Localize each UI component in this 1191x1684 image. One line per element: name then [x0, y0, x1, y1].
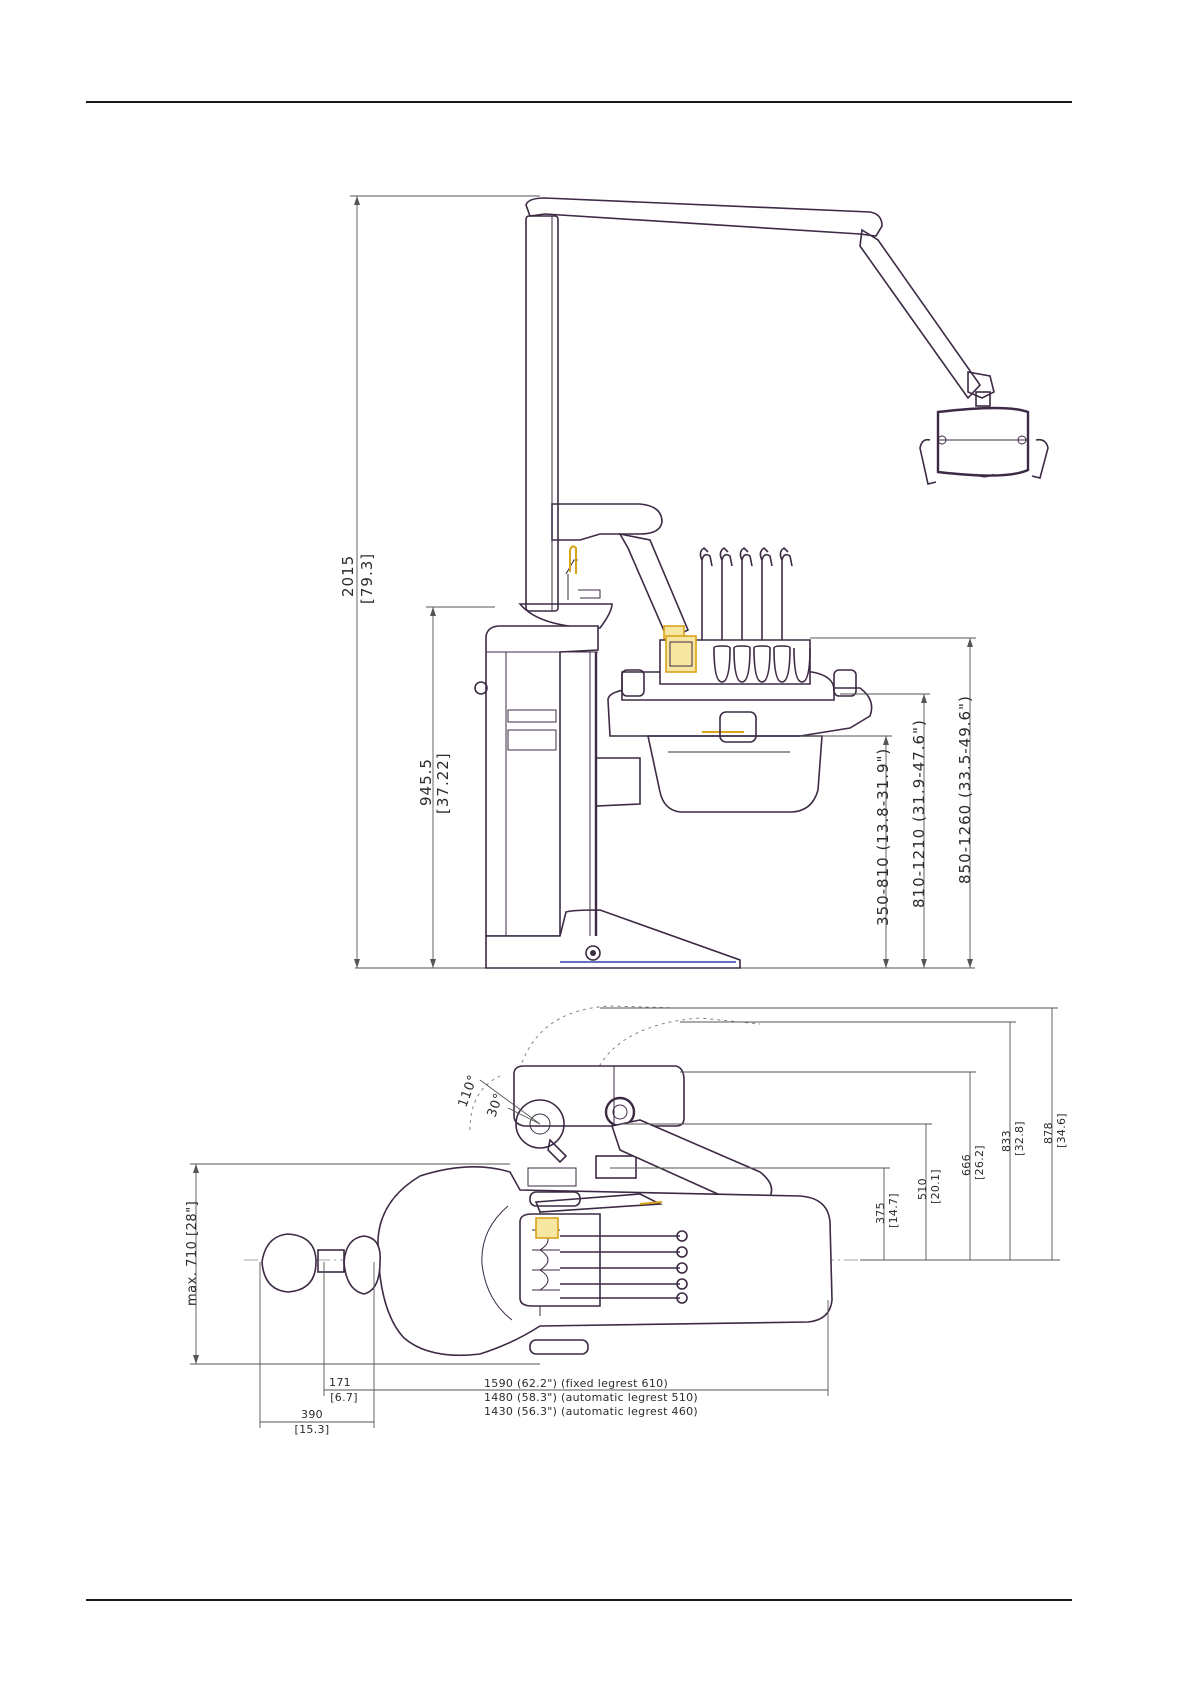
dim-878-in: [34.6]	[1055, 1113, 1068, 1148]
dim-overall-height: 2015	[339, 555, 357, 597]
dim-tray-range-1: 350-810 (13.8-31.9")	[874, 748, 892, 926]
dim-390-in: [15.3]	[295, 1423, 330, 1436]
dim-tray-range-2: 810-1210 (31.9-47.6")	[910, 719, 928, 908]
dim-unit-height-in: [37.22]	[434, 752, 452, 814]
dim-390: 390	[301, 1408, 323, 1421]
dim-overall-height-in: [79.3]	[358, 553, 376, 604]
angle-label-small: 30°	[485, 1091, 507, 1119]
length-fixed-legrest: 1590 (62.2") (fixed legrest 610)	[484, 1377, 668, 1390]
dim-max-width: max. 710 [28"]	[185, 1201, 200, 1306]
side-view: 2015 [79.3] 945.5 [37.22]	[339, 196, 1048, 968]
dim-unit-height: 945.5	[417, 758, 435, 806]
dim-375: 375	[874, 1202, 887, 1224]
top-view: 110° 30°	[185, 1006, 1068, 1436]
dental-instruments	[700, 548, 792, 640]
dim-tray-range-3: 850-1260 (33.5-49.6")	[956, 695, 974, 884]
dim-833-in: [32.8]	[1013, 1121, 1026, 1156]
dim-510-in: [20.1]	[929, 1169, 942, 1204]
dim-510: 510	[916, 1178, 929, 1200]
angle-label-large: 110°	[456, 1073, 481, 1109]
dim-666-in: [26.2]	[973, 1145, 986, 1180]
length-auto-legrest-460: 1430 (56.3") (automatic legrest 460)	[484, 1405, 698, 1418]
dim-666: 666	[960, 1154, 973, 1176]
dim-171: 171	[329, 1376, 351, 1389]
dim-878: 878	[1042, 1122, 1055, 1144]
dim-171-in: [6.7]	[330, 1391, 358, 1404]
dim-833: 833	[1000, 1130, 1013, 1152]
dim-375-in: [14.7]	[887, 1193, 900, 1228]
length-auto-legrest-510: 1480 (58.3") (automatic legrest 510)	[484, 1391, 698, 1404]
